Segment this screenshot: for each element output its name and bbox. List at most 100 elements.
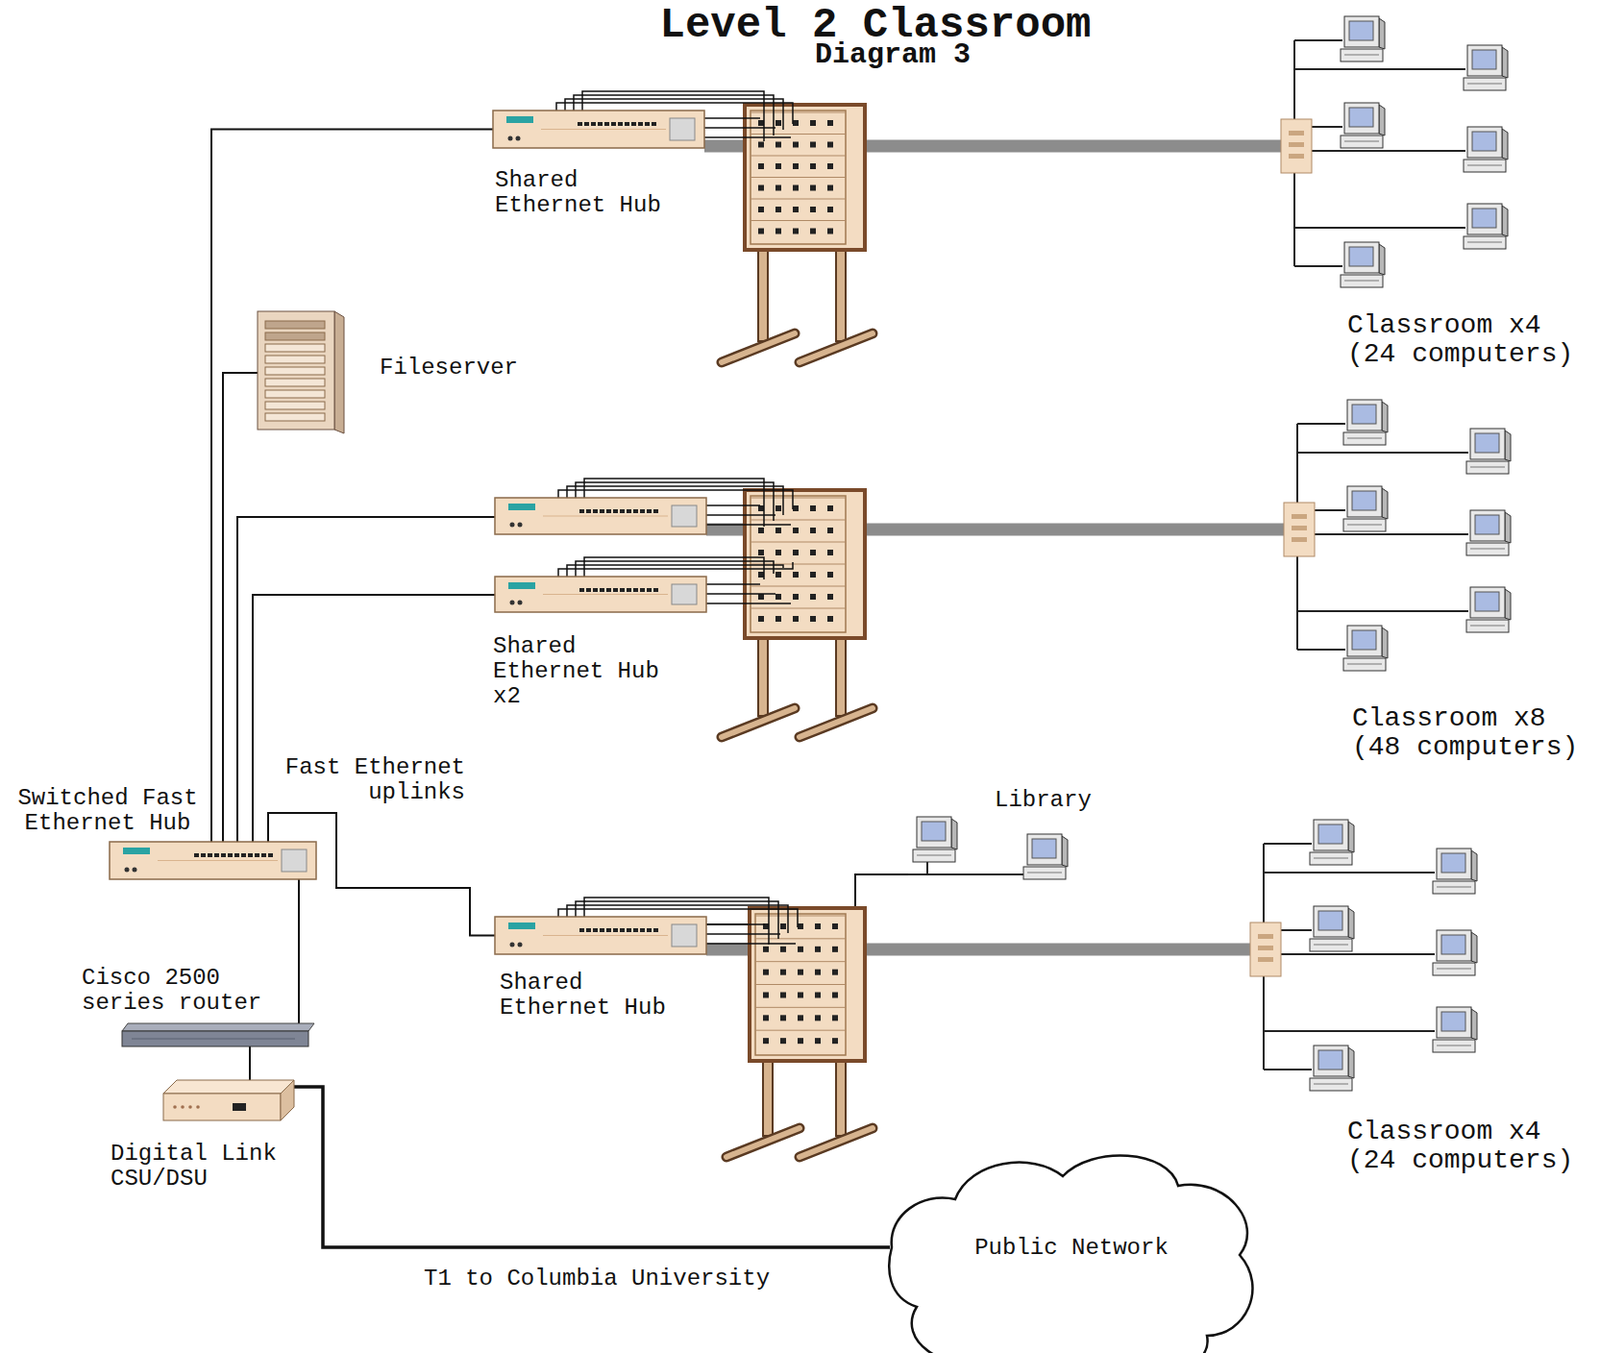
hub-port <box>626 588 632 592</box>
device-label: Library <box>994 787 1110 813</box>
hub-port <box>633 509 639 514</box>
base-line <box>1313 944 1349 946</box>
device-csu: Digital Link CSU/DSU <box>163 1080 295 1121</box>
panel-port <box>832 946 838 953</box>
network-link <box>294 1086 890 1248</box>
device-icon <box>492 110 705 148</box>
patch-cable <box>706 523 791 526</box>
monitor-side <box>1348 1047 1354 1079</box>
hub-trim <box>157 860 278 862</box>
monitor-side <box>1061 836 1068 867</box>
hub-port <box>640 509 645 514</box>
hub-port <box>241 853 247 858</box>
computer-base <box>1466 542 1509 556</box>
panel-port <box>775 527 782 534</box>
hub-port <box>586 509 591 514</box>
base-line <box>1436 968 1472 970</box>
panel-port <box>792 185 799 192</box>
drive-bay <box>265 413 325 421</box>
screen <box>1349 21 1374 41</box>
panel-port <box>810 163 816 170</box>
panel-port <box>814 992 821 999</box>
drop-wire <box>1294 39 1343 42</box>
hub-display <box>506 116 534 124</box>
patch-cable <box>704 117 761 120</box>
panel-divider <box>750 220 846 222</box>
csu-led <box>188 1105 193 1109</box>
drop-wire <box>1294 68 1466 71</box>
hub-led <box>516 136 521 142</box>
panel-port <box>810 206 816 213</box>
panel-port <box>775 593 782 600</box>
device-icon <box>1250 814 1502 1094</box>
hub-port <box>590 122 596 126</box>
network-link <box>297 879 300 1024</box>
hub-body <box>494 916 707 955</box>
panel-port <box>832 1014 838 1021</box>
server-body <box>257 311 335 430</box>
drive-bay <box>265 344 325 352</box>
panel-port <box>810 142 816 148</box>
panel-divider <box>755 984 846 985</box>
hub-icon <box>494 916 707 955</box>
rack-foot <box>721 333 795 363</box>
monitor <box>1027 834 1062 865</box>
computer-icon <box>1343 399 1388 445</box>
device-icon <box>257 311 345 434</box>
computer-icon <box>1309 819 1354 865</box>
hub-trim <box>542 593 668 595</box>
computer-icon <box>912 816 958 862</box>
jack-port <box>1257 957 1274 962</box>
computer-icon <box>1466 510 1511 556</box>
monitor <box>1467 203 1502 235</box>
monitor-side <box>951 818 958 850</box>
computer-icon <box>1466 428 1511 474</box>
panel-port <box>775 571 782 578</box>
device-icon <box>494 497 707 613</box>
panel-port <box>832 969 838 976</box>
drop-wire <box>1263 1068 1312 1071</box>
drop-wire <box>1263 842 1310 845</box>
hub-port <box>651 122 657 126</box>
router-trim <box>131 1038 296 1040</box>
drop-wire <box>1263 842 1312 845</box>
hub-display <box>508 582 536 590</box>
network-link <box>237 516 495 842</box>
csu-led <box>196 1105 200 1109</box>
computer-base <box>1432 1039 1476 1053</box>
panel-port <box>758 163 764 170</box>
panel-port <box>792 527 799 534</box>
hub-port <box>633 588 639 592</box>
panel-port <box>758 527 764 534</box>
base-line <box>1436 886 1472 888</box>
panel-port <box>827 142 834 148</box>
hub-port <box>592 588 598 592</box>
rack-foot <box>799 708 873 738</box>
hub-port <box>617 122 623 126</box>
panel-port <box>827 593 834 600</box>
hub-port <box>619 588 625 592</box>
drive-bay <box>265 378 325 387</box>
panel-port <box>792 206 799 213</box>
monitor <box>1344 16 1379 48</box>
hub-port <box>606 509 612 514</box>
base-line <box>1470 467 1505 468</box>
drop-wire <box>1263 871 1435 874</box>
hub-port <box>613 928 618 933</box>
device-cluster: Classroom x4 (24 computers) <box>1250 814 1502 1094</box>
jack-port <box>1288 153 1305 159</box>
hub-led <box>132 867 138 873</box>
screen <box>1475 591 1500 612</box>
computer-icon <box>1023 834 1068 880</box>
hub-port <box>613 588 618 592</box>
computer-icon <box>1309 906 1354 952</box>
device-icon <box>908 816 1072 885</box>
patch-cable <box>706 592 776 595</box>
hub-port <box>207 853 213 858</box>
monitor-side <box>1501 47 1508 78</box>
hub-module <box>669 118 695 141</box>
panel-port <box>763 1037 769 1044</box>
hub-port <box>234 853 240 858</box>
monitor-side <box>1381 401 1388 433</box>
panel-port <box>810 120 816 126</box>
